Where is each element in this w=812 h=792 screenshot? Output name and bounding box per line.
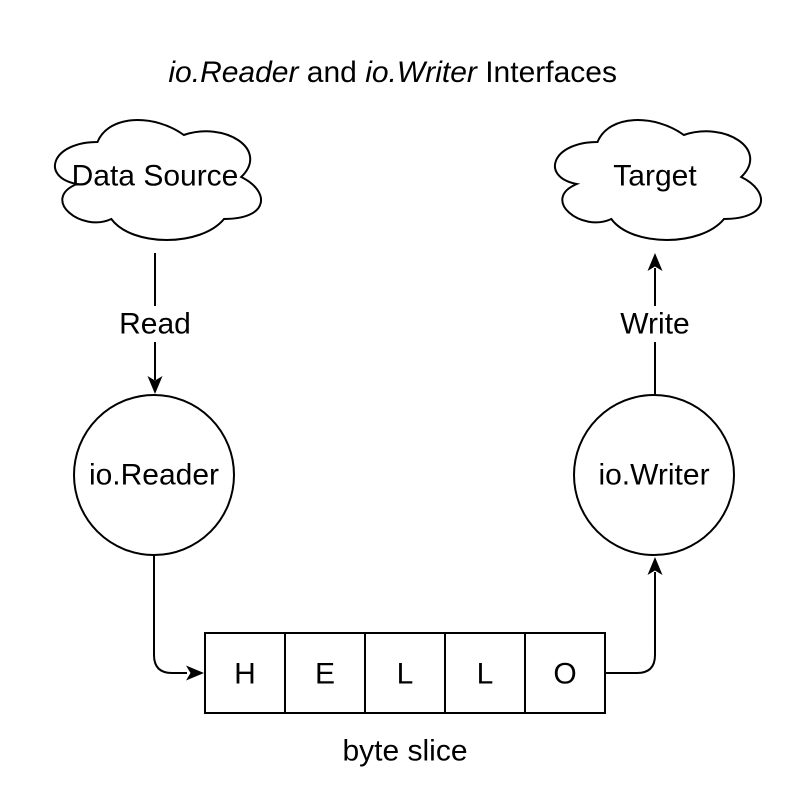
byte-cell-letter: H [234,658,256,691]
byte-cell-letter: O [553,658,576,691]
data-source-label: Data Source [72,160,239,193]
node-io-writer: io.Writer [573,394,735,556]
edge-reader-to-slice [153,555,204,681]
reader-to-slice-line [153,555,187,674]
circle-shape [573,394,735,556]
node-target: Target [554,119,762,241]
title-part-and: and [298,56,366,89]
io-writer-label: io.Writer [598,459,709,492]
title-part-interfaces: Interfaces [476,56,617,89]
cloud-shape [554,119,762,241]
read-label-background [121,306,189,342]
edge-slice-to-writer [605,557,663,674]
byte-slice-cell-dividers [284,633,526,713]
arrowhead-up-icon [647,557,663,575]
read-label: Read [119,308,191,341]
edge-read: Read [119,253,191,394]
arrowhead-right-icon [186,665,204,681]
slice-to-writer-line [605,572,656,674]
node-data-source: Data Source [54,119,262,241]
byte-slice-outline [204,632,606,714]
byte-cell-letter: L [477,658,494,691]
arrowhead-up-icon [647,253,663,271]
arrowhead-down-icon [147,376,163,394]
byte-cell-letter: E [315,658,335,691]
title-part-io-writer: io.Writer [365,56,477,89]
io-reader-label: io.Reader [89,459,219,492]
write-label: Write [620,308,689,341]
write-label-background [618,306,692,342]
byte-slice-caption: byte slice [342,735,467,768]
edge-write: Write [618,253,692,395]
byte-cell-letter: L [397,658,414,691]
cloud-shape [54,119,262,241]
diagram-title: io.Reader and io.Writer Interfaces [0,13,752,133]
node-io-reader: io.Reader [73,394,235,556]
title-part-io-reader: io.Reader [168,56,299,89]
byte-slice-array: H E L L O byte slice [204,632,606,768]
target-label: Target [613,160,697,193]
